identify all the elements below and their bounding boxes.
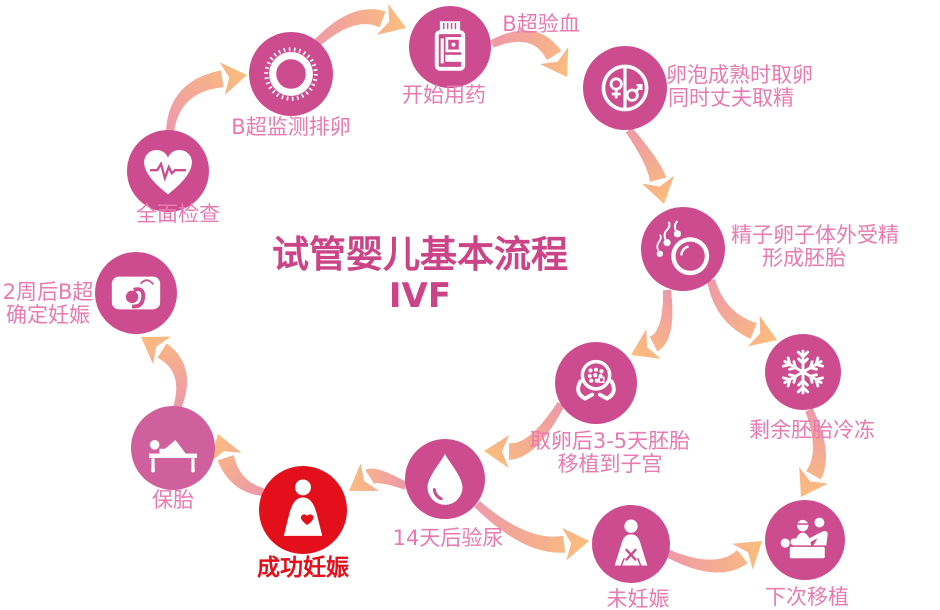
node-freeze	[765, 334, 841, 410]
sperm-egg-icon	[656, 220, 710, 276]
page-subtitle: IVF	[388, 276, 452, 316]
arrow-urine-test-to-not-pregnant	[474, 501, 589, 561]
node-retrieval	[583, 46, 667, 130]
node-confirm	[95, 252, 177, 334]
arrow-urine-test-to-pregnant	[349, 463, 408, 491]
fetus-icon	[111, 276, 161, 310]
arrow-transfer-to-urine-test	[484, 401, 565, 469]
arrow-fertilization-to-transfer	[631, 289, 673, 359]
node-next-transfer	[765, 500, 845, 580]
node-not-pregnant	[592, 505, 670, 583]
medicine-bottle-icon	[434, 21, 466, 71]
arrow-checkup-to-monitor	[166, 62, 247, 133]
operation-icon	[780, 517, 828, 559]
arrow-monitor-to-medication	[311, 3, 406, 49]
node-medication	[409, 6, 491, 88]
page-title: 试管婴儿基本流程	[272, 233, 568, 276]
pregnant-woman-icon	[283, 479, 323, 536]
arrow-freeze-to-next-transfer	[799, 408, 828, 497]
node-circle-transfer	[555, 342, 637, 424]
node-transfer	[555, 342, 637, 424]
arrow-retrieval-to-fertilization	[625, 127, 675, 204]
snowflake-icon	[782, 349, 824, 395]
node-checkup	[127, 130, 209, 212]
title-block: 试管婴儿基本流程 IVF	[230, 233, 610, 317]
node-circle-medication	[409, 6, 491, 88]
node-fertilization	[641, 207, 725, 291]
male-female-icon	[601, 64, 649, 112]
node-pregnant	[259, 466, 347, 554]
woman-x-icon	[614, 519, 648, 566]
node-monitor	[249, 32, 333, 116]
arrow-bed-rest-to-confirm	[141, 336, 188, 410]
edge-label-btest: B超验血	[502, 12, 580, 36]
follicle-icon	[264, 47, 318, 101]
node-urine-test	[405, 439, 485, 519]
arrow-pregnant-to-bed-rest	[209, 434, 264, 496]
arrow-medication-to-retrieval	[490, 30, 569, 77]
node-bed-rest	[131, 406, 215, 490]
embryo-hands-icon	[576, 359, 616, 401]
heart-ekg-icon	[144, 150, 192, 195]
bed-rest-icon	[149, 440, 197, 473]
arrow-not-pregnant-to-next-transfer	[665, 541, 762, 573]
drop-icon	[427, 453, 463, 505]
node-circle-monitor	[249, 32, 333, 116]
arrow-fertilization-to-freeze	[707, 279, 777, 347]
